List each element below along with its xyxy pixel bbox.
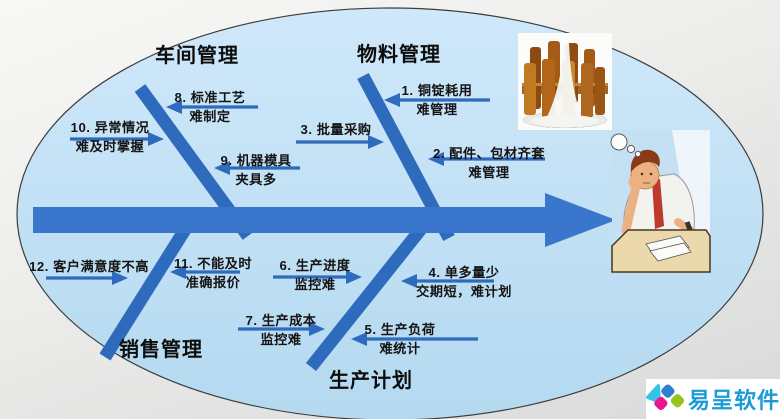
copper-ingots-illustration [518,33,612,130]
cause-label-3: 3. 批量采购 [300,122,372,137]
category-label-material: 物料管理 [357,44,441,66]
cause-label-2: 2. 配件、包材齐套 难管理 [433,146,545,180]
cause-arrow-9 [214,161,300,175]
bone-production [305,224,427,372]
vendor-logo-text: 易呈软件 [687,388,780,413]
thought-bubbles-icon [610,133,642,158]
cause-label-1: 1. 铜锭耗用 难管理 [401,83,473,117]
thinking-man-illustration [611,130,711,273]
cause-arrow-8 [166,100,258,114]
cause-label-7: 7. 生产成本 监控难 [245,313,317,347]
cause-label-11: 11. 不能及时 准确报价 [173,256,253,290]
cause-arrow-12 [46,271,128,285]
cause-arrow-1 [384,93,490,107]
cause-arrow-5 [351,332,478,346]
cause-arrow-2 [428,152,545,166]
spine-arrow [33,193,616,247]
category-label-production: 生产计划 [329,370,413,392]
cause-label-6: 6. 生产进度 监控难 [279,258,351,292]
vendor-logo: 易呈软件 [646,379,780,419]
cause-arrow-4 [401,274,494,288]
cause-arrow-3 [296,135,384,149]
category-label-workshop: 车间管理 [155,45,239,67]
cause-label-4: 4. 单多量少 交期短，难计划 [416,265,512,299]
cause-label-5: 5. 生产负荷 难统计 [364,322,436,356]
cause-label-10: 10. 异常情况 难及时掌握 [70,120,150,154]
cause-label-9: 9. 机器模具 夹具多 [220,153,292,187]
cause-label-12: 12. 客户满意度不高 [29,259,149,274]
cause-arrow-10 [70,132,164,146]
cause-arrow-7 [238,322,325,336]
bone-sales [99,224,192,361]
cause-arrows [46,93,545,346]
cause-label-8: 8. 标准工艺 难制定 [174,90,246,124]
category-label-sales: 销售管理 [119,339,203,361]
cause-arrow-11 [170,265,240,279]
cause-arrow-6 [273,270,362,284]
vendor-logo-icon [646,384,685,410]
